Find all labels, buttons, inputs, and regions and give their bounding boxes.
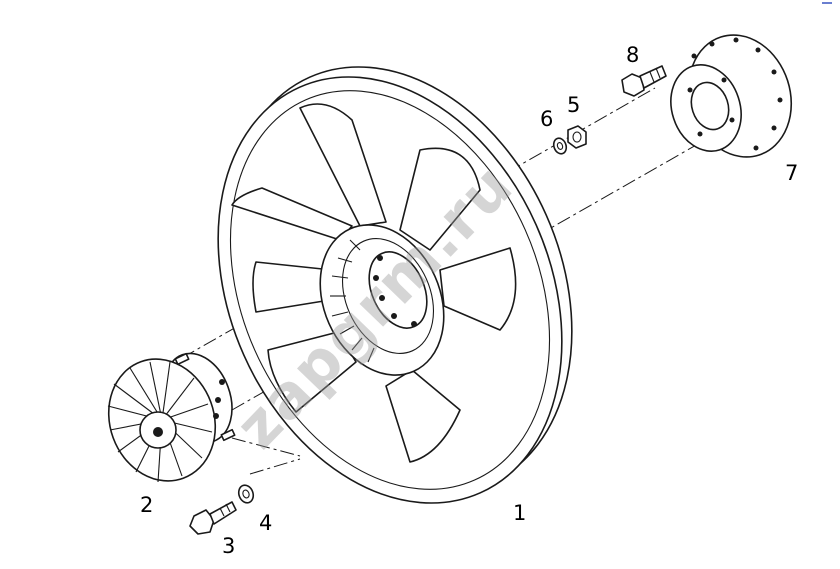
pulley-bore (690, 81, 730, 131)
fan-wheel (217, 66, 573, 504)
callout-3: 3 (222, 534, 235, 558)
callout-8: 8 (626, 43, 639, 67)
bolt-part-3 (189, 501, 237, 535)
washer-part-4 (237, 484, 255, 504)
callout-labels: 1 2 3 4 5 6 7 8 (140, 43, 798, 558)
bolt-8-head (621, 73, 645, 97)
callout-1: 1 (513, 501, 526, 525)
callout-2: 2 (140, 493, 153, 517)
fan-hub-ring (341, 238, 435, 354)
pulley-hub-part-7 (670, 34, 793, 158)
pulley-flange-holes (691, 37, 783, 151)
callout-4: 4 (259, 511, 272, 535)
bolt-8-shank (639, 65, 667, 89)
bolt-head (189, 509, 215, 535)
callout-7: 7 (785, 161, 798, 185)
fan-hub-ribs (330, 239, 375, 363)
bolt-part-8 (621, 65, 667, 97)
viscous-coupling (107, 352, 236, 483)
fan-hub-bolt-holes (373, 255, 417, 327)
coupling-center-hole (153, 427, 163, 437)
corner-mark (822, 2, 832, 4)
fan-blades (231, 103, 517, 463)
callout-6: 6 (540, 107, 553, 131)
washer-part-6 (552, 137, 568, 155)
pulley-hub-holes (687, 77, 735, 137)
callout-5: 5 (567, 93, 580, 117)
coupling-studs (174, 352, 236, 442)
nut-part-5 (567, 125, 587, 149)
fan-shroud-inner (229, 90, 551, 490)
